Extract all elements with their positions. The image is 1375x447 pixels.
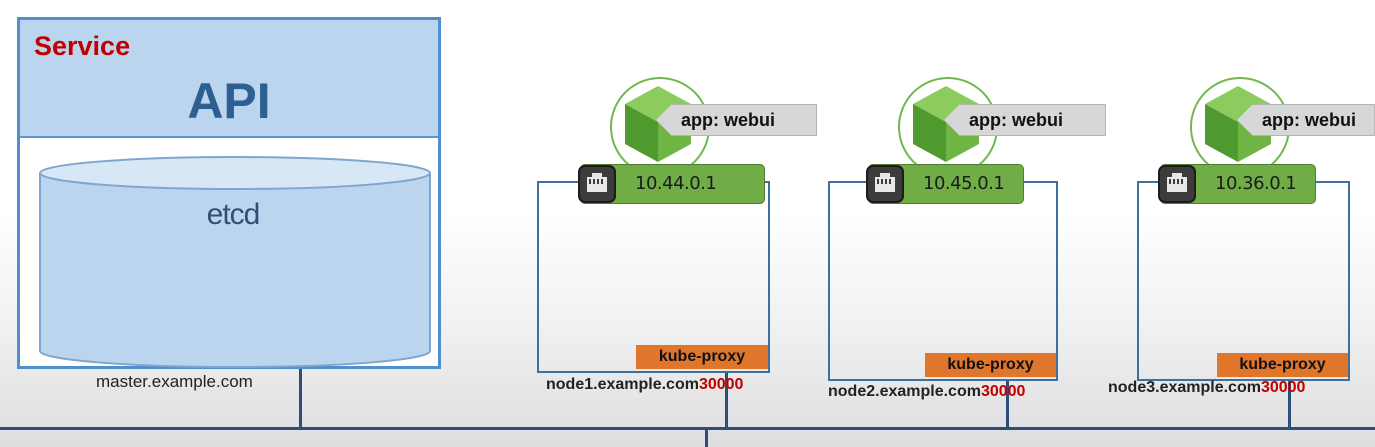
node1-nodeport: 30000 — [698, 376, 744, 393]
api-title: API — [187, 73, 271, 129]
service-title: Service — [34, 31, 131, 61]
node1-drop-line — [725, 373, 728, 429]
node2-box — [828, 181, 1058, 381]
node3-app-label: app: webui — [1237, 104, 1375, 136]
network-bus-line — [0, 427, 1375, 430]
etcd-label: etcd — [206, 198, 261, 231]
node1-ethernet-port-icon — [578, 165, 616, 203]
node2-drop-line — [1006, 380, 1009, 429]
node3-drop-line — [1288, 380, 1291, 429]
node2-app-label: app: webui — [944, 104, 1106, 136]
bus-center-tick — [705, 427, 708, 447]
node3-hostname-row: node3.example.com30000 — [1108, 379, 1305, 397]
service-api-panel — [20, 20, 438, 138]
node1-hostname: node1.example.com — [546, 376, 699, 393]
node3-box — [1137, 181, 1350, 381]
node2-hostname-row: node2.example.com30000 — [828, 383, 1025, 401]
master-hostname: master.example.com — [96, 372, 253, 391]
node3-kube-proxy: kube-proxy — [1217, 353, 1348, 377]
node2-nodeport: 30000 — [980, 383, 1026, 400]
etcd-database-cylinder — [39, 156, 431, 368]
master-panel: Service API etcd — [17, 17, 441, 369]
node2-hostname: node2.example.com — [828, 383, 981, 400]
node3-ethernet-port-icon — [1158, 165, 1196, 203]
master-drop-line — [299, 369, 302, 429]
node3-nodeport: 30000 — [1260, 379, 1306, 396]
node2-ethernet-port-icon — [866, 165, 904, 203]
node1-kube-proxy: kube-proxy — [636, 345, 768, 369]
node2-kube-proxy: kube-proxy — [925, 353, 1056, 377]
node1-app-label: app: webui — [656, 104, 817, 136]
node3-hostname: node3.example.com — [1108, 379, 1261, 396]
node1-hostname-row: node1.example.com30000 — [546, 376, 743, 394]
